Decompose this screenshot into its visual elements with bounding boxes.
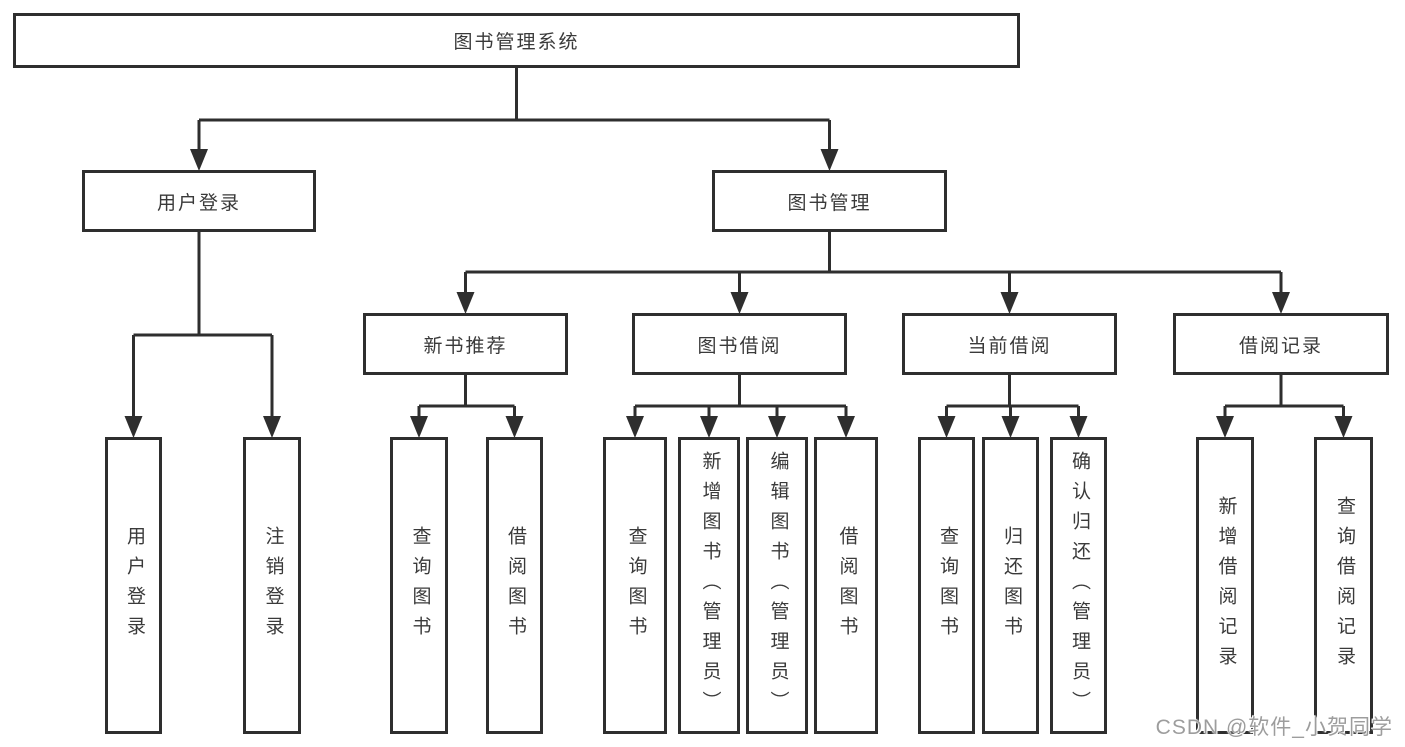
node-leaf-query-book-1: 查询图书 — [390, 437, 448, 734]
node-leaf-add-record: 新增借阅记录 — [1196, 437, 1254, 734]
arrowhead-icon — [837, 416, 855, 438]
node-label-leaf-query-book-2: 查询图书 — [625, 525, 647, 646]
node-label-book-borrow: 图书借阅 — [697, 335, 782, 357]
node-label-leaf-return-book: 归还图书 — [1000, 525, 1022, 646]
node-leaf-user-login: 用户登录 — [105, 437, 162, 734]
node-label-borrow-records: 借阅记录 — [1238, 335, 1323, 357]
node-label-user-login: 用户登录 — [156, 192, 241, 214]
arrowhead-icon — [505, 416, 524, 438]
node-leaf-edit-book: 编辑图书（管理员） — [746, 437, 808, 734]
connector-root — [190, 68, 839, 171]
node-label-book-mgmt: 图书管理 — [787, 192, 872, 214]
arrowhead-icon — [1000, 292, 1019, 314]
node-label-leaf-edit-book: 编辑图书（管理员） — [767, 450, 789, 721]
node-leaf-query-book-3: 查询图书 — [918, 437, 975, 734]
node-label-leaf-logout: 注销登录 — [262, 525, 284, 646]
connector-lines — [945, 375, 1080, 419]
node-new-book-rec: 新书推荐 — [363, 313, 568, 375]
arrowhead-icon — [820, 149, 839, 171]
node-leaf-query-record: 查询借阅记录 — [1314, 437, 1373, 734]
node-label-leaf-query-book-1: 查询图书 — [409, 525, 431, 646]
connector-lines — [132, 232, 274, 419]
node-label-leaf-add-record: 新增借阅记录 — [1215, 495, 1237, 676]
node-current-borrow: 当前借阅 — [902, 313, 1117, 375]
node-book-borrow: 图书借阅 — [632, 313, 847, 375]
arrowhead-icon — [410, 416, 428, 438]
node-borrow-records: 借阅记录 — [1173, 313, 1389, 375]
node-leaf-logout: 注销登录 — [243, 437, 301, 734]
node-leaf-borrow-book-1: 借阅图书 — [486, 437, 543, 734]
arrowhead-icon — [730, 292, 749, 314]
node-leaf-query-book-2: 查询图书 — [603, 437, 667, 734]
arrowhead-icon — [937, 416, 956, 438]
connector-lines — [417, 375, 516, 419]
connector-new-book-rec — [410, 375, 524, 438]
node-label-leaf-add-book: 新增图书（管理员） — [699, 450, 721, 721]
connector-lines — [464, 232, 1283, 295]
node-label-leaf-user-login: 用户登录 — [123, 525, 145, 646]
node-label-leaf-query-book-3: 查询图书 — [936, 525, 958, 646]
connector-borrow-records — [1216, 375, 1353, 438]
arrowhead-icon — [1272, 292, 1290, 314]
arrowhead-icon — [626, 416, 644, 438]
node-book-mgmt: 图书管理 — [712, 170, 947, 232]
arrowhead-icon — [1334, 416, 1353, 438]
node-leaf-return-book: 归还图书 — [982, 437, 1039, 734]
watermark-text: CSDN @软件_小贺同学 — [1155, 716, 1393, 739]
node-label-leaf-confirm-return: 确认归还（管理员） — [1068, 450, 1090, 721]
node-label-current-borrow: 当前借阅 — [967, 335, 1052, 357]
arrowhead-icon — [1001, 416, 1020, 438]
arrowhead-icon — [190, 149, 208, 171]
arrowhead-icon — [1069, 416, 1088, 438]
connector-lines — [1223, 375, 1345, 419]
connector-user-login — [124, 232, 281, 438]
connector-lines — [197, 68, 831, 152]
arrowhead-icon — [700, 416, 718, 438]
arrowhead-icon — [263, 416, 281, 438]
node-leaf-add-book: 新增图书（管理员） — [678, 437, 740, 734]
arrowhead-icon — [768, 416, 786, 438]
node-user-login: 用户登录 — [82, 170, 316, 232]
connector-current-borrow — [937, 375, 1088, 438]
arrowhead-icon — [124, 416, 143, 438]
arrowhead-icon — [456, 292, 475, 314]
node-label-leaf-query-record: 查询借阅记录 — [1333, 495, 1355, 676]
connector-book-mgmt — [456, 232, 1290, 314]
node-label-new-book-rec: 新书推荐 — [423, 335, 508, 357]
node-root: 图书管理系统 — [13, 13, 1020, 68]
arrowhead-icon — [1216, 416, 1234, 438]
node-label-root: 图书管理系统 — [453, 32, 580, 53]
node-label-leaf-borrow-book-1: 借阅图书 — [504, 525, 526, 646]
node-leaf-borrow-book-2: 借阅图书 — [814, 437, 878, 734]
connector-lines — [633, 375, 848, 419]
node-label-leaf-borrow-book-2: 借阅图书 — [836, 525, 858, 646]
node-leaf-confirm-return: 确认归还（管理员） — [1050, 437, 1107, 734]
connector-book-borrow — [626, 375, 855, 438]
